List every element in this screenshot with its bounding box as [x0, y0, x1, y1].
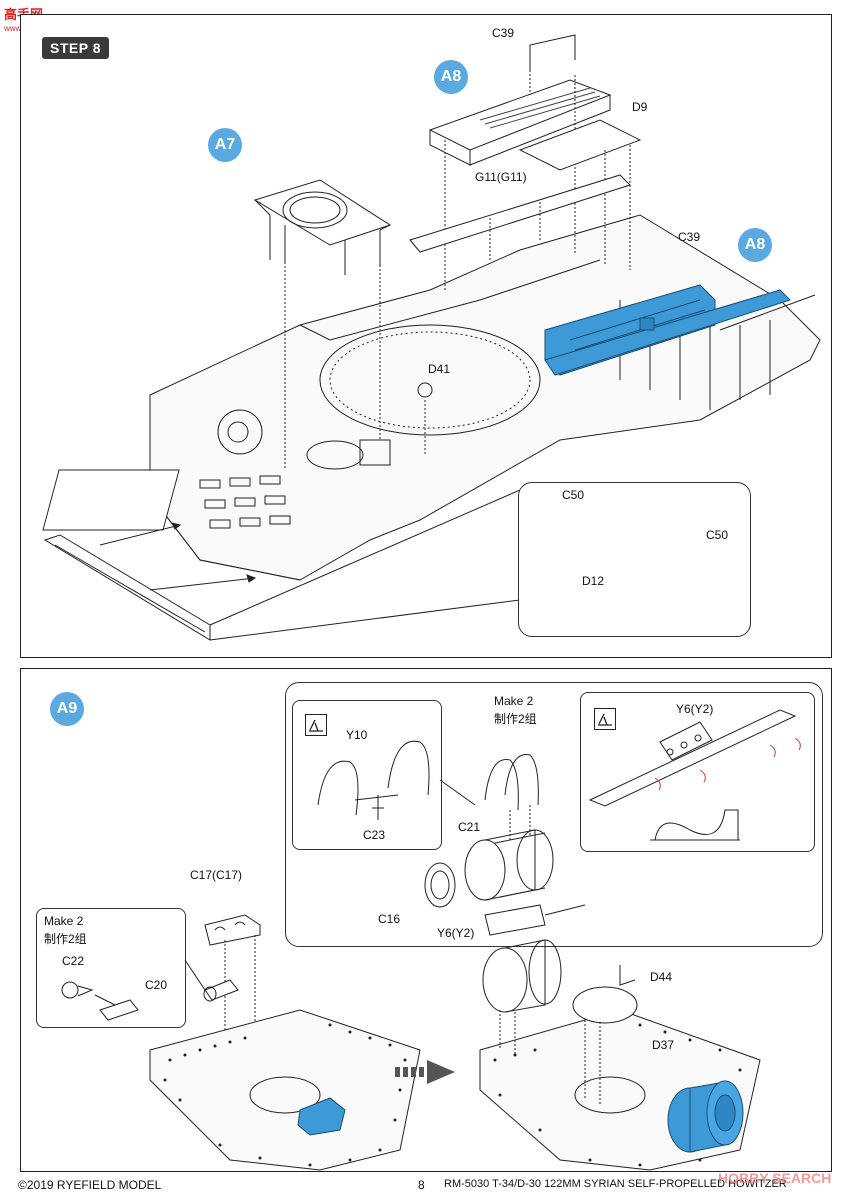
label-y10: Y10 — [346, 728, 368, 742]
callout-a8-top: A8 — [434, 60, 468, 94]
label-d37: D37 — [652, 1038, 675, 1052]
label-make2-top-cn: 制作2组 — [494, 712, 537, 726]
label-d9: D9 — [632, 100, 648, 114]
logo-char: 高 — [4, 7, 18, 22]
label-d12: D12 — [582, 574, 605, 588]
label-g11: G11(G11) — [475, 170, 527, 184]
bend-tool-icon — [305, 714, 327, 736]
bend-tool-icon — [594, 708, 616, 730]
footer-page-number: 8 — [418, 1178, 425, 1192]
label-d44: D44 — [650, 970, 673, 984]
label-y6y2-a: Y6(Y2) — [437, 926, 475, 940]
d12-inset — [518, 482, 751, 637]
label-make2-left-cn: 制作2组 — [44, 932, 87, 946]
label-c17: C17(C17) — [190, 868, 243, 882]
c22-c20-box — [36, 908, 186, 1028]
a8-highlight-part — [544, 284, 791, 376]
label-make2-top: Make 2 — [494, 694, 534, 708]
y10-detail-box — [292, 700, 442, 850]
label-c50-a: C50 — [562, 488, 585, 502]
c17-highlight-part — [297, 1097, 346, 1136]
footer-copyright: ©2019 RYEFIELD MODEL — [18, 1178, 162, 1192]
footer-title: RM-5030 T-34/D-30 122MM SYRIAN SELF-PROP… — [444, 1178, 787, 1190]
callout-a9: A9 — [50, 692, 84, 726]
label-c21: C21 — [458, 820, 481, 834]
label-make2-left: Make 2 — [44, 914, 84, 928]
label-c50-b: C50 — [706, 528, 729, 542]
label-y6y2-b: Y6(Y2) — [676, 702, 714, 716]
transition-arrow — [395, 1060, 455, 1084]
label-d41: D41 — [428, 362, 451, 376]
footer-watermark: HOBBY SEARCH — [718, 1170, 832, 1186]
callout-a8-right: A8 — [738, 228, 772, 262]
label-c16: C16 — [378, 912, 401, 926]
step-badge: STEP 8 — [42, 37, 109, 59]
label-c22: C22 — [62, 954, 85, 968]
label-c39-mid: C39 — [678, 230, 701, 244]
label-c20: C20 — [145, 978, 168, 992]
label-c23: C23 — [363, 828, 386, 842]
engine-grille — [42, 469, 291, 531]
callout-a7: A7 — [208, 128, 242, 162]
label-c39-top: C39 — [492, 26, 515, 40]
